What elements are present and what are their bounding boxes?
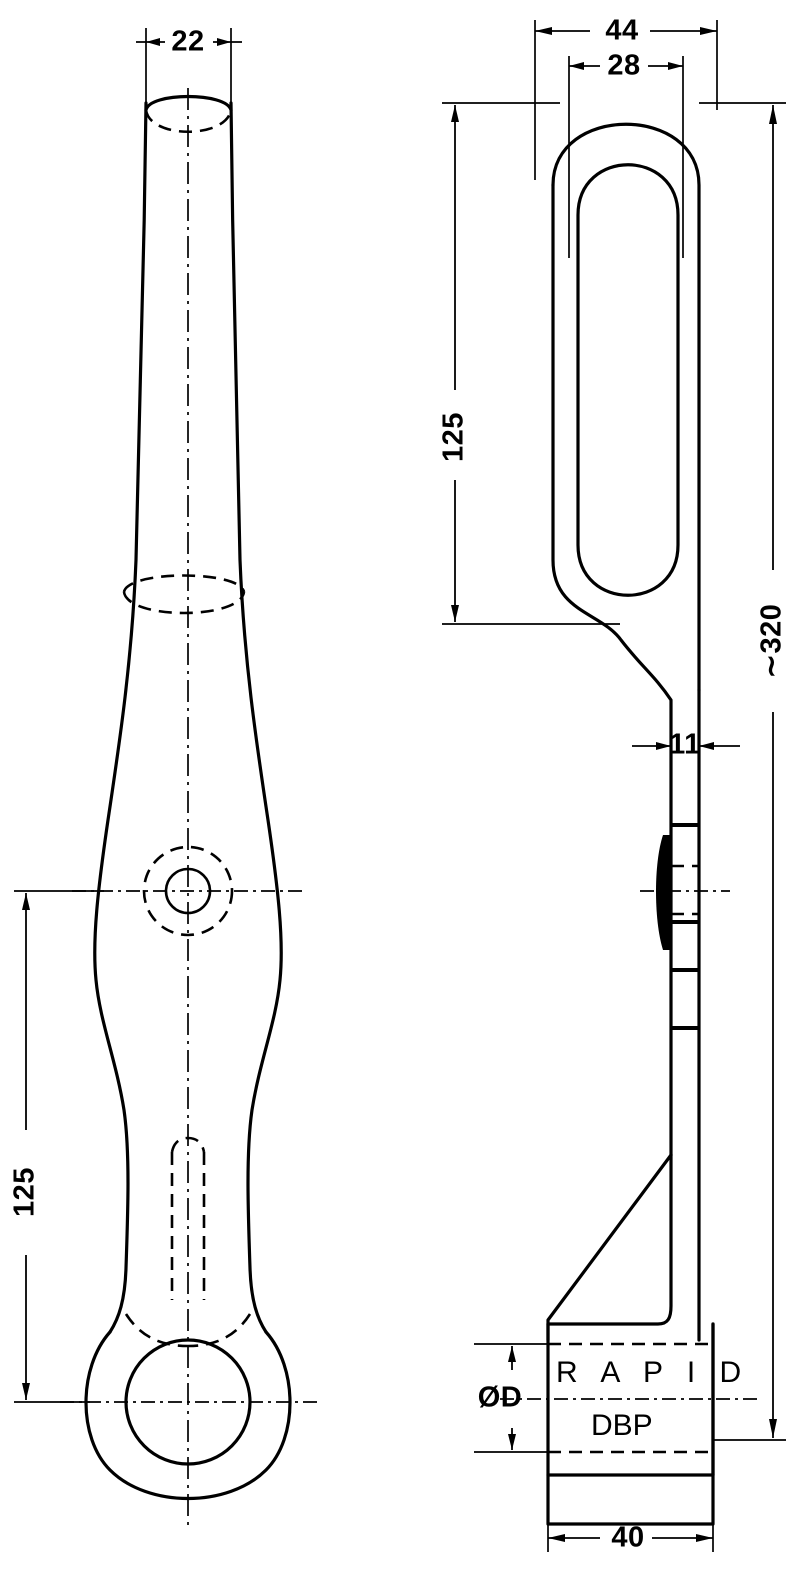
- dimension-44-arrow-left: [535, 27, 552, 35]
- dimension-22-group: 22: [136, 26, 242, 112]
- dimension-40-arrow-left: [548, 1534, 565, 1542]
- dimension-125-side-arrow-bottom: [451, 605, 459, 622]
- dimension-22-arrow-left: [146, 38, 160, 46]
- dimension-320-label: ∼320: [756, 604, 788, 679]
- dimension-44-arrow-right: [700, 27, 717, 35]
- front-view-hidden-rib-top-blend: [170, 1136, 206, 1153]
- front-view-right-contour: [229, 101, 283, 1334]
- front-view-shank-end-ellipse-upper: [122, 574, 246, 593]
- dimension-28-label: 28: [607, 50, 640, 82]
- front-view-middle-boss-hidden-circle: [142, 845, 234, 937]
- front-view-shank-end-ellipse-lower: [122, 591, 246, 615]
- side-view-inner-slot: [576, 163, 680, 597]
- front-view-middle-bore-circle: [164, 867, 212, 915]
- front-view-eye-hidden-blend-right: [187, 1313, 252, 1348]
- dimension-boss-diameter-arrow-top: [508, 1346, 516, 1362]
- side-view-boss-shoulder: [546, 1153, 673, 1326]
- dimension-125-side-arrow-top: [451, 105, 459, 122]
- marking-brand-text: R A P I D: [556, 1356, 749, 1389]
- front-view-eye-bore-circle: [124, 1338, 252, 1466]
- front-view-top-cap-arc: [144, 95, 233, 112]
- dimension-boss-diameter-label: ØD: [478, 1382, 523, 1414]
- dimension-22-arrow-right: [217, 38, 231, 46]
- dimension-320-arrow-bottom: [769, 1419, 777, 1438]
- dimension-boss-diameter-group: ØD: [474, 1343, 560, 1453]
- side-view-gusset-taper: [546, 1153, 673, 1342]
- side-view-outer-loop: [551, 122, 701, 692]
- dimension-44-group: 44: [534, 15, 718, 180]
- dimension-320-group: ∼320: [699, 102, 788, 1441]
- dimension-125-front-arrow-bottom: [22, 1383, 30, 1400]
- front-view-eye-outer-ring: [84, 1330, 292, 1501]
- dimension-125-front-label: 125: [9, 1167, 41, 1217]
- dimension-125-side-label: 125: [438, 412, 470, 462]
- dimension-22-label: 22: [171, 26, 204, 58]
- dimension-28-arrow-right: [668, 62, 683, 70]
- marking-code-text: DBP: [591, 1409, 653, 1442]
- dimension-125-side-group: 125: [438, 102, 620, 625]
- dimension-44-label: 44: [605, 15, 638, 47]
- dimension-40-label: 40: [611, 1522, 644, 1554]
- front-view: [60, 88, 318, 1530]
- front-view-eye-hidden-blend-left: [124, 1313, 189, 1348]
- dimension-11-group: 11: [632, 700, 740, 790]
- dimension-28-arrow-left: [569, 62, 584, 70]
- dimension-40-group: 40: [547, 1470, 714, 1554]
- dimension-boss-diameter-arrow-bottom: [508, 1434, 516, 1450]
- dimension-11-label: 11: [669, 729, 701, 761]
- dimension-320-arrow-top: [769, 105, 777, 124]
- front-view-top-cap-hidden-arc: [144, 109, 233, 134]
- side-view: R A P I D DBP: [500, 122, 760, 1526]
- side-view-outer-loop-left: [551, 183, 673, 1157]
- side-view-shoulder-pad: [656, 835, 671, 950]
- front-view-left-contour: [93, 101, 148, 1334]
- dimension-125-front-arrow-top: [22, 893, 30, 910]
- dimension-125-front-group: 125: [9, 890, 104, 1403]
- dimension-11-arrow-left: [656, 742, 671, 750]
- dimension-11-arrow-right: [699, 742, 714, 750]
- dimension-28-group: 28: [568, 50, 684, 258]
- dimension-40-arrow-right: [696, 1534, 713, 1542]
